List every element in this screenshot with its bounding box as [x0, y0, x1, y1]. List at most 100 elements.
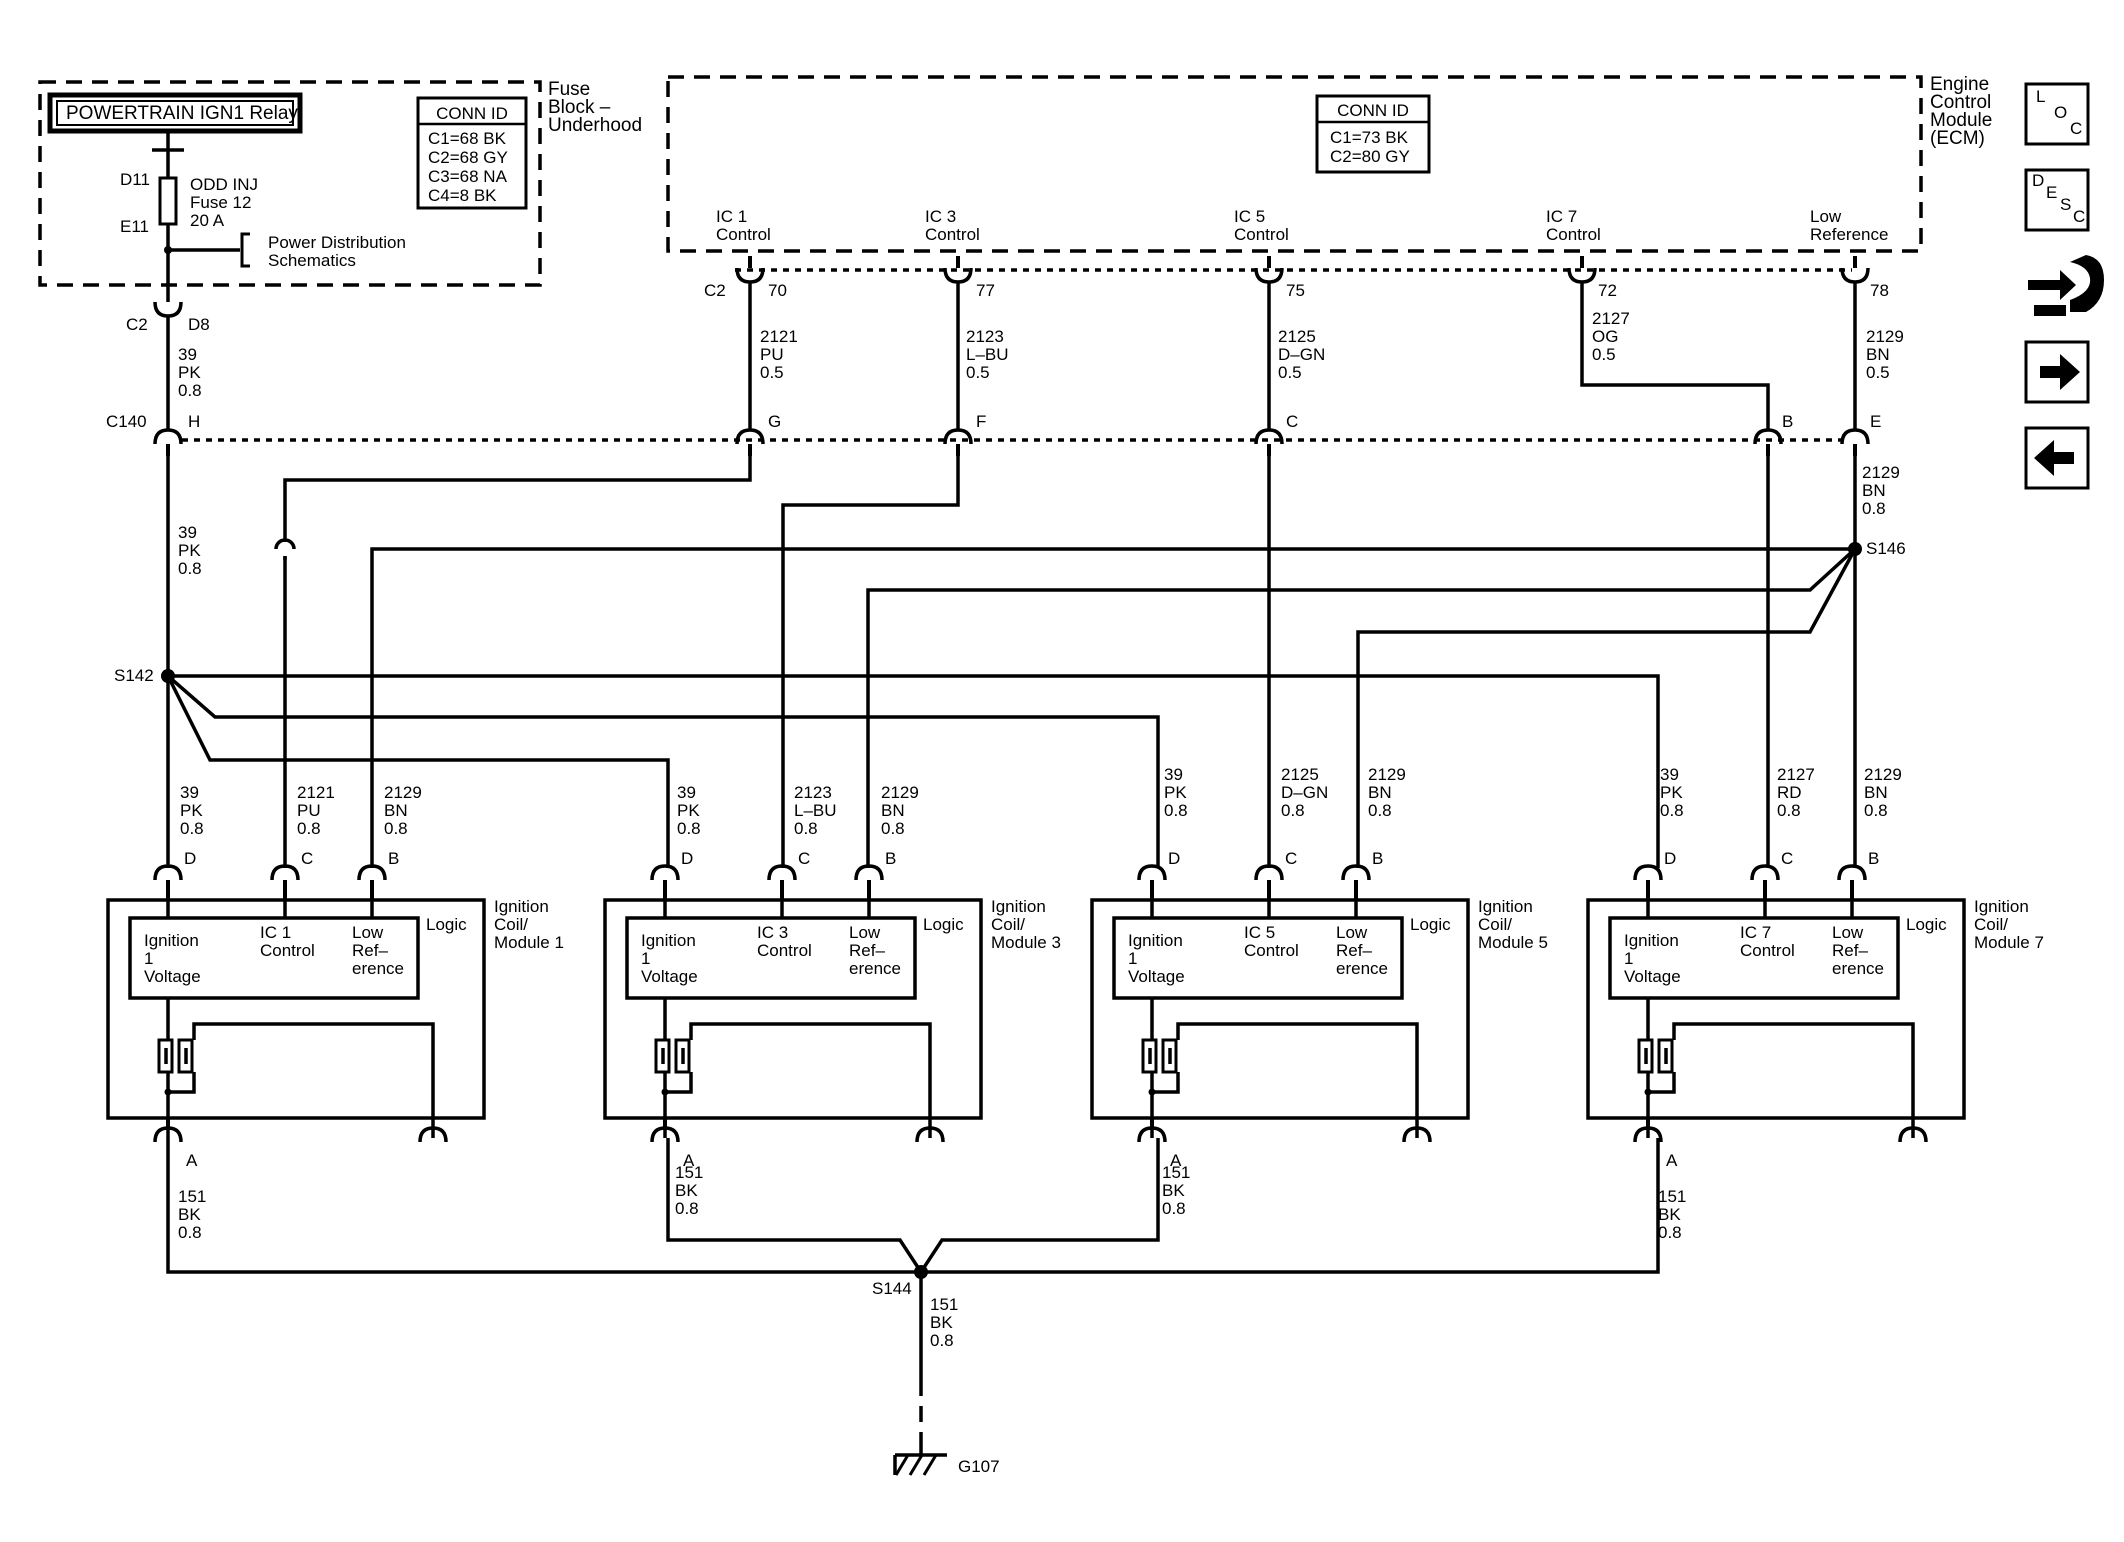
svg-text:Control: Control: [757, 941, 812, 960]
svg-text:Control: Control: [1740, 941, 1795, 960]
svg-text:PU: PU: [297, 801, 321, 820]
ecm-pin-ic1-label-2: Control: [716, 225, 771, 244]
relay-title: POWERTRAIN IGN1 Relay: [66, 103, 298, 124]
svg-text:A: A: [186, 1151, 198, 1170]
ecm-conn-line-2: C2=80 GY: [1330, 147, 1410, 166]
svg-text:1: 1: [1624, 949, 1633, 968]
crossovers: [274, 538, 296, 560]
ecm-module: Engine Control Module (ECM) CONN ID C1=7…: [666, 74, 1992, 300]
desc-button[interactable]: D E S C: [2024, 168, 2090, 232]
svg-text:B: B: [1372, 849, 1383, 868]
svg-text:L: L: [2036, 87, 2045, 106]
fuse-out-conn: C2: [126, 315, 148, 334]
fuse-out-wire-2: PK: [178, 363, 201, 382]
svg-text:2125: 2125: [1281, 765, 1319, 784]
svg-text:E: E: [2046, 183, 2057, 202]
ground-symbol: [893, 1453, 947, 1476]
svg-text:Ref–: Ref–: [849, 941, 885, 960]
svg-text:B: B: [1782, 412, 1793, 431]
fuse-pin-top: D11: [120, 170, 150, 189]
svg-text:Coil/: Coil/: [494, 915, 528, 934]
s144-label: S144: [872, 1279, 912, 1298]
ecm-conn-id-box: [1315, 94, 1431, 174]
svg-text:C: C: [301, 849, 313, 868]
svg-text:PK: PK: [1164, 783, 1187, 802]
fuse-block-name-3: Underhood: [548, 115, 642, 136]
fuse-label-1: ODD INJ: [190, 175, 258, 194]
s146-label: S146: [1866, 539, 1906, 558]
svg-text:2125: 2125: [1278, 327, 1316, 346]
ecm-pin-77: 77: [976, 281, 995, 300]
svg-text:0.5: 0.5: [1592, 345, 1616, 364]
svg-text:151: 151: [1162, 1163, 1190, 1182]
svg-text:2127: 2127: [1592, 309, 1630, 328]
fuse-out-pin: D8: [188, 315, 210, 334]
ecm-pin-75: 75: [1286, 281, 1305, 300]
ecm-pin-ic3-label-1: IC 3: [925, 207, 956, 226]
svg-text:D: D: [1664, 849, 1676, 868]
svg-text:0.8: 0.8: [1658, 1223, 1682, 1242]
svg-text:0.8: 0.8: [1864, 801, 1888, 820]
next-page-button[interactable]: [2024, 340, 2090, 404]
arrow-right-icon: [2040, 354, 2080, 390]
svg-text:39: 39: [180, 783, 199, 802]
ecm-name-3: Module: [1930, 110, 1992, 131]
s142-splice: [161, 669, 175, 683]
svg-text:D: D: [184, 849, 196, 868]
power-ref-2[interactable]: Schematics: [268, 251, 356, 270]
svg-text:2129: 2129: [1368, 765, 1406, 784]
svg-text:B: B: [885, 849, 896, 868]
pk-label-1: 39: [178, 523, 197, 542]
ecm-conn-line-1: C1=73 BK: [1330, 128, 1409, 147]
svg-text:L–BU: L–BU: [966, 345, 1009, 364]
svg-text:IC 1: IC 1: [260, 923, 291, 942]
connector-view-icon[interactable]: [2028, 255, 2104, 316]
fuse-out-wire-3: 0.8: [178, 381, 202, 400]
svg-text:0.8: 0.8: [1162, 1199, 1186, 1218]
svg-text:A: A: [1170, 1151, 1182, 1170]
svg-text:0.8: 0.8: [1281, 801, 1305, 820]
coil-box: [603, 898, 983, 1120]
svg-text:0.5: 0.5: [966, 363, 990, 382]
svg-text:BK: BK: [1162, 1181, 1185, 1200]
svg-text:erence: erence: [1336, 959, 1388, 978]
svg-text:PK: PK: [180, 801, 203, 820]
svg-text:BN: BN: [384, 801, 408, 820]
power-ref-1[interactable]: Power Distribution: [268, 233, 406, 252]
svg-text:H: H: [188, 412, 200, 431]
svg-text:39: 39: [677, 783, 696, 802]
svg-text:L–BU: L–BU: [794, 801, 837, 820]
svg-text:BN: BN: [1368, 783, 1392, 802]
ecm-pin-lowref-label-2: Reference: [1810, 225, 1888, 244]
svg-text:Logic: Logic: [923, 915, 964, 934]
pk-label-3: 0.8: [178, 559, 202, 578]
svg-text:erence: erence: [849, 959, 901, 978]
previous-page-button[interactable]: [2024, 426, 2090, 490]
svg-text:D–GN: D–GN: [1278, 345, 1325, 364]
svg-text:39: 39: [1164, 765, 1183, 784]
svg-text:0.8: 0.8: [1777, 801, 1801, 820]
svg-text:Control: Control: [1244, 941, 1299, 960]
svg-text:BK: BK: [1658, 1205, 1681, 1224]
loc-button[interactable]: L O C: [2024, 82, 2090, 146]
svg-text:Ignition: Ignition: [144, 931, 199, 950]
svg-text:Ignition: Ignition: [641, 931, 696, 950]
ecm-name-2: Control: [1930, 92, 1991, 113]
fuse-block-name-2: Block –: [548, 97, 611, 118]
ecm-pin-ic1-label-1: IC 1: [716, 207, 747, 226]
logic-box: [1608, 916, 1900, 1000]
svg-text:Logic: Logic: [1906, 915, 1947, 934]
svg-text:C: C: [1286, 412, 1298, 431]
svg-text:IC 3: IC 3: [757, 923, 788, 942]
svg-text:Voltage: Voltage: [1624, 967, 1681, 986]
svg-text:Module 1: Module 1: [494, 933, 564, 952]
fuse-conn-line-2: C2=68 GY: [428, 148, 508, 167]
svg-text:C: C: [798, 849, 810, 868]
relay-box-outer: [47, 92, 303, 134]
logic-box: [625, 916, 917, 1000]
svg-text:IC 5: IC 5: [1244, 923, 1275, 942]
svg-text:Low: Low: [849, 923, 881, 942]
fuse-symbol: [158, 176, 178, 226]
svg-text:IC 7: IC 7: [1740, 923, 1771, 942]
